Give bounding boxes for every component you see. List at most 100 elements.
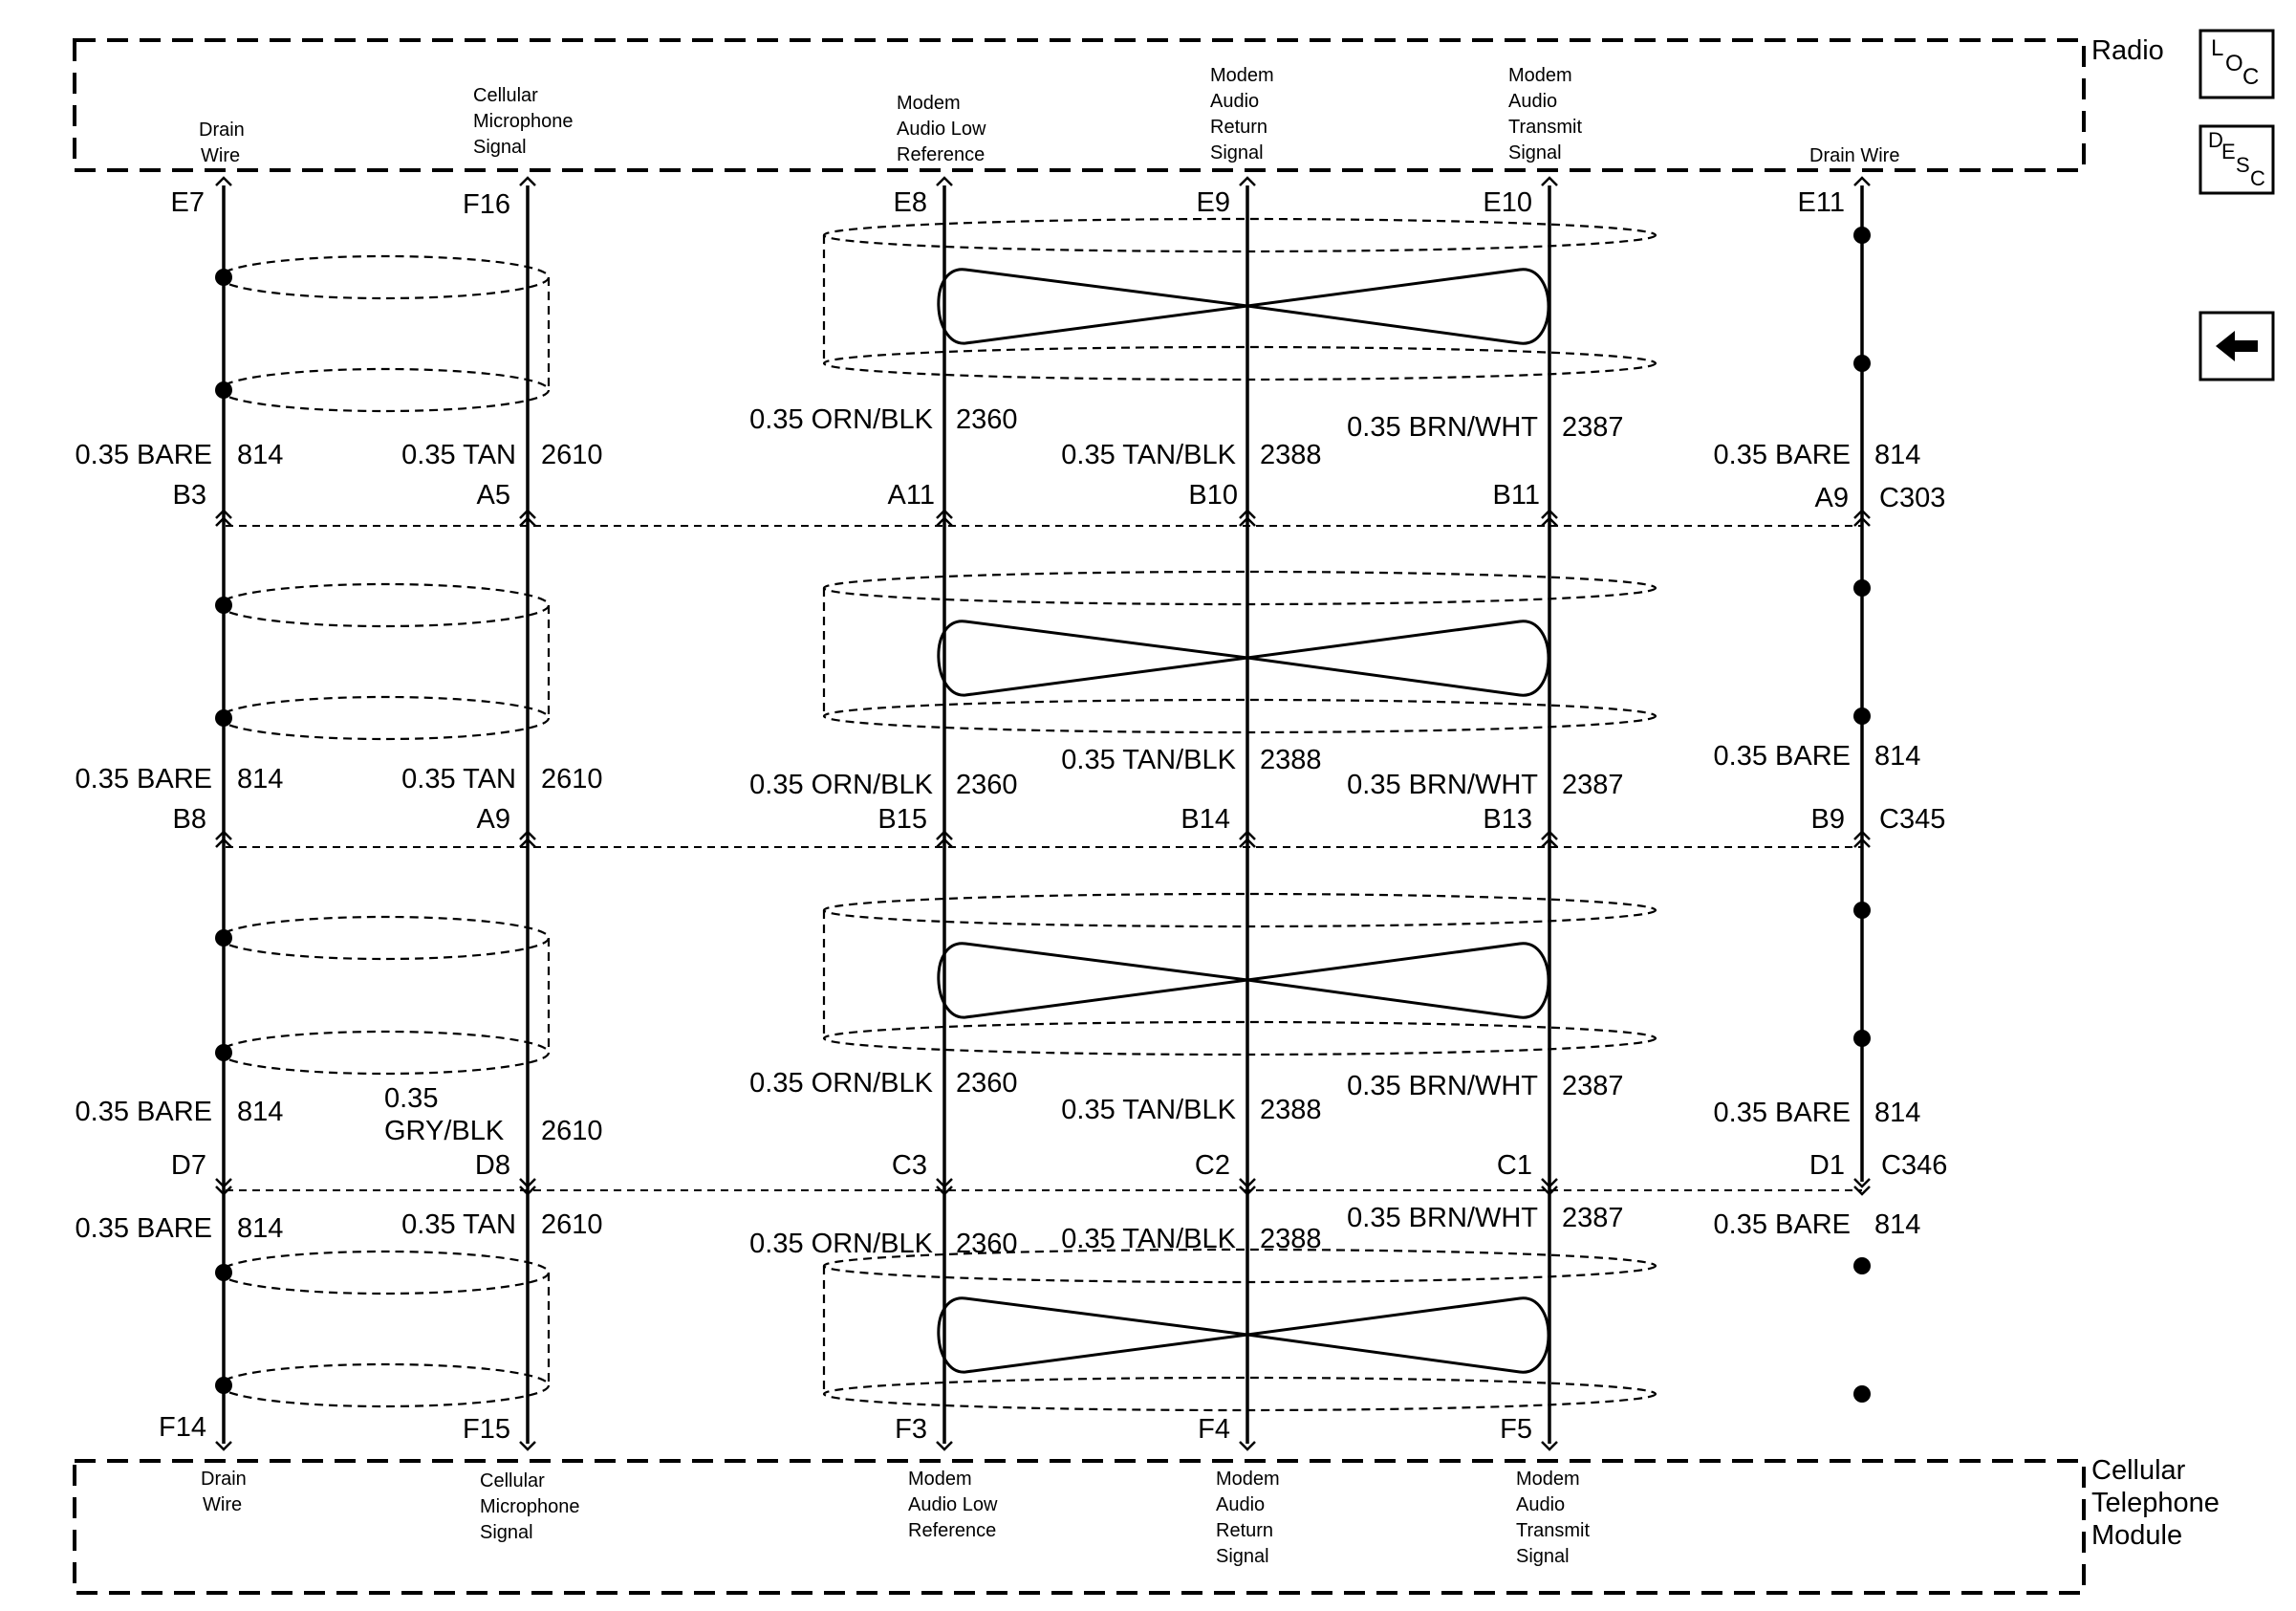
connector-name: C346 — [1881, 1150, 1947, 1181]
wire-circuit: 2610 — [541, 764, 603, 795]
wire-circuit: 814 — [237, 764, 283, 795]
pin-name: Drain Wire — [199, 120, 249, 166]
left-shield-2 — [218, 582, 551, 741]
pin-arrow — [215, 1441, 232, 1451]
svg-text:D: D — [2208, 128, 2223, 152]
splice-node — [215, 929, 232, 947]
pin-arrow — [1239, 176, 1256, 186]
pin-code: A9 — [1815, 483, 1849, 513]
connector-c346-pins: D7 D8 C3 C2 C1 D1 C346 — [171, 1150, 1947, 1181]
wire-circuit: 2360 — [956, 1229, 1018, 1259]
left-shield-1 — [218, 254, 551, 413]
pin-code: A5 — [477, 480, 510, 511]
wire-spec: 0.35 BRN/WHT — [1347, 770, 1538, 800]
wire-spec: 0.35 ORN/BLK — [749, 1068, 933, 1099]
splice-node — [1853, 1030, 1871, 1047]
pin-code: F4 — [1198, 1414, 1230, 1445]
splice-node — [215, 1264, 232, 1281]
wire-spec: 0.35 BARE — [76, 440, 212, 470]
pin-code: B13 — [1483, 804, 1532, 835]
pin-code: E9 — [1197, 187, 1230, 218]
pin-arrow — [1853, 176, 1871, 186]
wire-spec: 0.35 ORN/BLK — [749, 1229, 933, 1259]
wire-spec: 0.35 TAN — [401, 1209, 516, 1240]
pin-code: E7 — [171, 187, 205, 218]
wire-circuit: 2360 — [956, 404, 1018, 435]
right-shields — [822, 217, 1657, 1412]
segment-4-labels: 0.35 BARE 814 0.35 TAN 2610 0.35 ORN/BLK… — [76, 1203, 1921, 1259]
pin-code: F5 — [1500, 1414, 1532, 1445]
pin-arrow — [519, 1441, 536, 1451]
module-pin-names: Drain Wire Cellular Microphone Signal Mo… — [201, 1469, 1595, 1567]
splice-node — [1853, 579, 1871, 597]
wire-spec: 0.35 TAN/BLK — [1061, 1095, 1236, 1125]
wire-circuit: 2388 — [1260, 1095, 1322, 1125]
splice-node — [215, 709, 232, 727]
wire-circuit: 814 — [1874, 741, 1920, 772]
loc-icon[interactable]: L O C — [2199, 29, 2275, 99]
pin-name: Modem Audio Transmit Signal — [1516, 1469, 1595, 1567]
pin-arrow — [936, 1441, 953, 1451]
left-shield-4 — [218, 1250, 551, 1408]
pin-name: Modem Audio Low Reference — [908, 1469, 1003, 1541]
splice-node — [1853, 355, 1871, 372]
wire-circuit: 2610 — [541, 440, 603, 470]
pin-code: B3 — [173, 480, 206, 511]
wire-circuit: 2387 — [1562, 1071, 1624, 1101]
pin-code: C3 — [892, 1150, 927, 1181]
wire-spec: 0.35 GRY/BLK — [384, 1083, 505, 1146]
wire-spec: 0.35 BARE — [76, 1213, 212, 1244]
pin-name: Modem Audio Low Reference — [897, 93, 991, 165]
pin-code: A9 — [477, 804, 510, 835]
pin-code: F14 — [159, 1412, 206, 1443]
wire-spec: 0.35 BRN/WHT — [1347, 412, 1538, 443]
pin-name: Modem Audio Return Signal — [1210, 65, 1279, 163]
pin-name: Modem Audio Transmit Signal — [1508, 65, 1588, 163]
chevron-c345 — [215, 830, 1871, 848]
pin-code: B8 — [173, 804, 206, 835]
wire-circuit: 2387 — [1562, 1203, 1624, 1233]
segment-3-labels: 0.35 BARE 814 0.35 GRY/BLK 2610 0.35 ORN… — [76, 1068, 1921, 1146]
wire-circuit: 814 — [1874, 1098, 1920, 1128]
pin-code: F16 — [463, 189, 510, 220]
svg-text:C: C — [2242, 64, 2259, 90]
connector-c345-pins: B8 A9 B15 B14 B13 B9 C345 — [173, 804, 1946, 835]
pin-name: Cellular Microphone Signal — [480, 1470, 585, 1543]
wire-circuit: 2388 — [1260, 1224, 1322, 1254]
pin-code: C1 — [1497, 1150, 1532, 1181]
wire-spec: 0.35 BARE — [1714, 440, 1851, 470]
right-shield-1 — [822, 217, 1657, 381]
wire-circuit: 814 — [237, 1213, 283, 1244]
wire-spec: 0.35 BARE — [1714, 1098, 1851, 1128]
back-arrow-icon[interactable] — [2199, 311, 2275, 381]
desc-icon[interactable]: D E S C — [2199, 124, 2275, 195]
pin-code: D7 — [171, 1150, 206, 1181]
pin-name: Modem Audio Return Signal — [1216, 1469, 1285, 1567]
wire-spec: 0.35 ORN/BLK — [749, 404, 933, 435]
connector-c303-pins: B3 A5 A11 B10 B11 A9 C303 — [173, 480, 1946, 513]
svg-text:L: L — [2211, 35, 2223, 61]
pin-code: B14 — [1180, 804, 1230, 835]
connector-name: C303 — [1879, 483, 1945, 513]
chevron-c346 — [215, 1178, 1871, 1196]
wire-spec: 0.35 BARE — [1714, 1209, 1851, 1240]
pin-code: E8 — [894, 187, 927, 218]
wire-circuit: 814 — [1874, 1209, 1920, 1240]
wire-spec: 0.35 TAN — [401, 764, 516, 795]
wire-spec: 0.35 TAN — [401, 440, 516, 470]
connector-chevrons — [215, 509, 1871, 1196]
pin-arrow — [1541, 1441, 1558, 1451]
wire-circuit: 2388 — [1260, 440, 1322, 470]
pin-arrow — [1541, 176, 1558, 186]
chevron-c303 — [215, 509, 1871, 527]
cellular-telephone-module-box — [73, 1459, 2086, 1595]
wire-spec: 0.35 BRN/WHT — [1347, 1203, 1538, 1233]
wire-circuit: 2360 — [956, 770, 1018, 800]
segment-1-labels: 0.35 BARE 814 0.35 TAN 2610 0.35 ORN/BLK… — [76, 404, 1921, 470]
wire-spec: 0.35 TAN/BLK — [1061, 745, 1236, 775]
wire-circuit: 2388 — [1260, 745, 1322, 775]
radio-box — [73, 38, 2086, 172]
pin-code: B9 — [1811, 804, 1845, 835]
pin-name: Cellular Microphone Signal — [473, 85, 578, 158]
wire-circuit: 814 — [1874, 440, 1920, 470]
